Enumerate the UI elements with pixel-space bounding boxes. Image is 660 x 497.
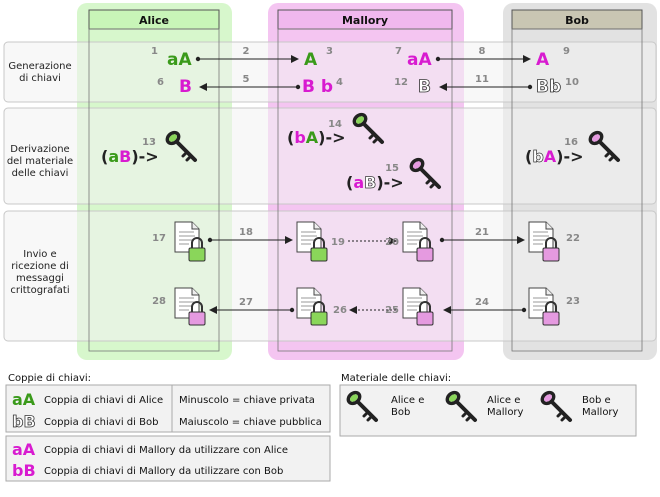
legend-alice-desc: Coppia di chiavi di Alice <box>44 395 163 406</box>
key-icon <box>160 125 197 162</box>
encrypted-document-icon <box>296 287 328 326</box>
bob-lifeline <box>511 28 643 352</box>
mallory-received-bob-public: B <box>418 77 431 97</box>
alice-received-mallory-public: B <box>179 77 192 97</box>
step-number: 26 <box>333 305 347 316</box>
step-number: 10 <box>565 77 579 88</box>
key-icon <box>341 385 378 422</box>
legend-lowercase-note: Minuscolo = chiave privata <box>179 395 315 406</box>
legend-material-title: Materiale delle chiavi: <box>341 373 451 384</box>
step-number: 8 <box>479 46 486 57</box>
step-number: 6 <box>157 77 164 88</box>
step-number: 27 <box>239 297 253 308</box>
step-number: 17 <box>152 233 166 244</box>
mallory-keypair-b: B b <box>302 77 333 97</box>
legend-material-1-line-2: Bob <box>391 407 410 418</box>
derivation-row <box>3 107 657 205</box>
row-label-generation-2: di chiavi <box>19 73 61 84</box>
alice-lifeline <box>88 28 220 352</box>
legend-bob-glyph: bB <box>12 412 36 431</box>
step-number: 22 <box>566 233 580 244</box>
alice-header-label: Alice <box>139 14 169 27</box>
step-number: 18 <box>239 227 253 238</box>
legend-material-box <box>339 384 637 437</box>
step-number: 9 <box>563 46 570 57</box>
encrypted-document-icon <box>174 221 206 262</box>
legend-mallory-alice-desc: Coppia di chiavi di Mallory da utilizzar… <box>44 445 288 456</box>
legend-alice-glyph: aA <box>12 390 36 409</box>
step-number: 16 <box>564 137 578 148</box>
step-number: 12 <box>394 77 408 88</box>
legend-material-2-line-1: Alice e <box>487 395 520 406</box>
step-number: 1 <box>151 46 158 57</box>
step-number: 21 <box>475 227 489 238</box>
legend-mallory-bob-desc: Coppia di chiavi di Mallory da utilizzar… <box>44 466 283 477</box>
key-icon <box>347 107 384 144</box>
legend-material-1-line-1: Alice e <box>391 395 424 406</box>
mallory-lifeline <box>277 28 453 352</box>
row-label-messaging-4: crittografati <box>10 285 69 296</box>
step-number: 24 <box>475 297 489 308</box>
alice-keypair: aA <box>167 50 192 70</box>
legend-mallory-alice-glyph: aA <box>12 440 36 459</box>
encrypted-document-icon <box>174 287 206 326</box>
step-number: 14 <box>328 119 342 130</box>
step-number: 13 <box>142 137 156 148</box>
legend-material-3-line-1: Bob e <box>582 395 611 406</box>
row-label-messaging-3: messaggi <box>16 273 64 284</box>
key-icon <box>583 125 620 162</box>
encrypted-document-icon <box>296 221 328 262</box>
step-number: 15 <box>385 163 399 174</box>
step-number: 11 <box>475 74 489 85</box>
step-number: 25 <box>385 305 399 316</box>
step-number: 2 <box>243 46 250 57</box>
row-label-messaging-1: Invio e <box>23 249 56 260</box>
encrypted-document-icon <box>528 221 560 262</box>
bob-keypair: Bb <box>536 77 561 97</box>
legend-pairs-title: Coppie di chiavi: <box>8 373 91 384</box>
legend-bob-desc: Coppia di chiavi di Bob <box>44 417 158 428</box>
row-label-derivation-3: delle chiavi <box>12 168 69 179</box>
encrypted-document-icon <box>402 221 434 262</box>
bob-derivation: (bA)-> <box>525 147 584 166</box>
mallory-header-label: Mallory <box>342 14 388 27</box>
legend-material-2-line-2: Mallory <box>487 407 524 418</box>
mallory-keypair-a: aA <box>407 50 432 70</box>
legend-uppercase-note: Maiuscolo = chiave pubblica <box>179 417 322 428</box>
bob-header-label: Bob <box>565 14 589 27</box>
key-icon <box>440 385 477 422</box>
encrypted-document-icon <box>402 287 434 326</box>
row-label-generation-1: Generazione <box>8 61 71 72</box>
key-icon <box>535 385 572 422</box>
row-label-derivation-1: Derivazione <box>10 144 69 155</box>
mallory-received-alice-public: A <box>304 50 318 70</box>
step-number: 19 <box>331 237 345 248</box>
step-number: 5 <box>243 74 250 85</box>
step-number: 20 <box>385 237 399 248</box>
mallory-derivation-1: (bA)-> <box>287 128 346 147</box>
legend-pairs-box <box>5 384 331 433</box>
legend-mallory-bob-glyph: bB <box>12 461 36 480</box>
step-number: 28 <box>152 296 166 307</box>
key-icon <box>404 152 441 189</box>
row-label-messaging-2: ricezione di <box>11 261 68 272</box>
encrypted-document-icon <box>528 287 560 326</box>
row-label-derivation-2: del materiale <box>7 156 73 167</box>
step-number: 4 <box>336 77 343 88</box>
bob-received-mallory-public: A <box>536 50 550 70</box>
alice-derivation: (aB)-> <box>101 147 159 166</box>
step-number: 3 <box>326 46 333 57</box>
legend-material-3-line-2: Mallory <box>582 407 619 418</box>
mallory-derivation-2: (aB)-> <box>346 173 404 192</box>
legend-mallory-box <box>5 435 331 482</box>
step-number: 23 <box>566 296 580 307</box>
step-number: 7 <box>395 46 402 57</box>
